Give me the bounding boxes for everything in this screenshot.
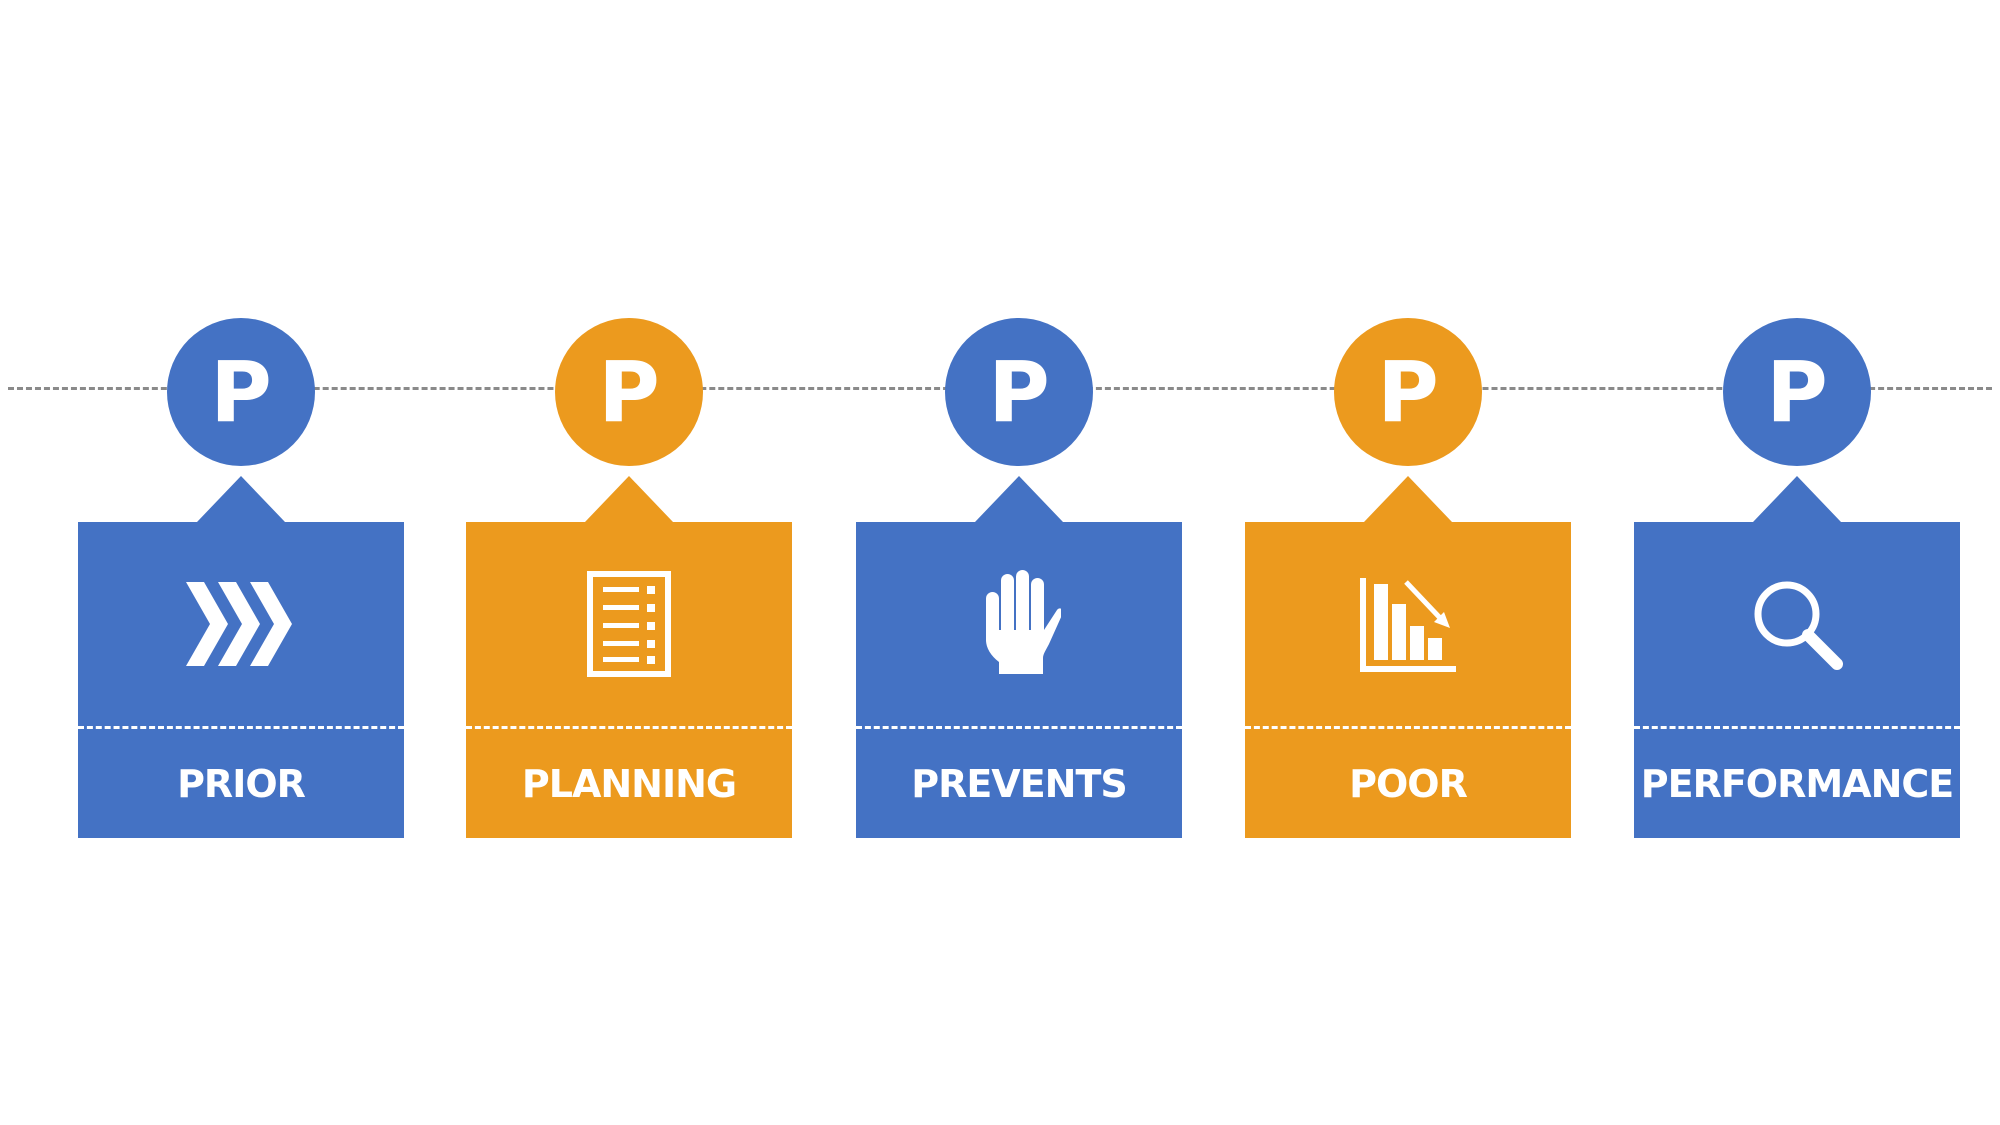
badge-pointer (197, 476, 285, 522)
badge-pointer (585, 476, 673, 522)
stage-prevents: P PREVENTS (856, 318, 1182, 838)
stage-card: PREVENTS (856, 522, 1182, 838)
stage-label: PREVENTS (911, 761, 1128, 806)
badge-pointer (975, 476, 1063, 522)
stage-label: PRIOR (177, 761, 306, 806)
stage-label: PERFORMANCE (1640, 761, 1954, 806)
checklist-icon (587, 571, 671, 677)
magnifier-icon (1754, 581, 1843, 670)
card-divider (1245, 726, 1571, 729)
chevrons-right-icon (186, 582, 292, 666)
stage-letter-badge: P (1723, 318, 1871, 466)
stage-letter-badge: P (1334, 318, 1482, 466)
declining-bar-chart-icon (1360, 578, 1456, 672)
stage-card: PRIOR (78, 522, 404, 838)
icon-container (78, 522, 404, 726)
card-divider (1634, 726, 1960, 729)
icon-container (466, 522, 792, 726)
badge-pointer (1364, 476, 1452, 522)
stage-card: PERFORMANCE (1634, 522, 1960, 838)
stage-performance: P PERFORMANCE (1634, 318, 1960, 838)
badge-pointer (1753, 476, 1841, 522)
card-divider (78, 726, 404, 729)
stage-prior: P PRIOR (78, 318, 404, 838)
stop-hand-icon (986, 570, 1061, 674)
stage-letter-badge: P (945, 318, 1093, 466)
icon-container (1634, 522, 1960, 726)
icon-container (856, 522, 1182, 726)
stage-card: PLANNING (466, 522, 792, 838)
stage-card: POOR (1245, 522, 1571, 838)
stage-label: POOR (1349, 761, 1468, 806)
stage-label: PLANNING (521, 761, 737, 806)
card-divider (466, 726, 792, 729)
stage-planning: P (466, 318, 792, 838)
stage-letter-badge: P (167, 318, 315, 466)
stage-letter-badge: P (555, 318, 703, 466)
card-divider (856, 726, 1182, 729)
icon-container (1245, 522, 1571, 726)
stage-poor: P (1245, 318, 1571, 838)
